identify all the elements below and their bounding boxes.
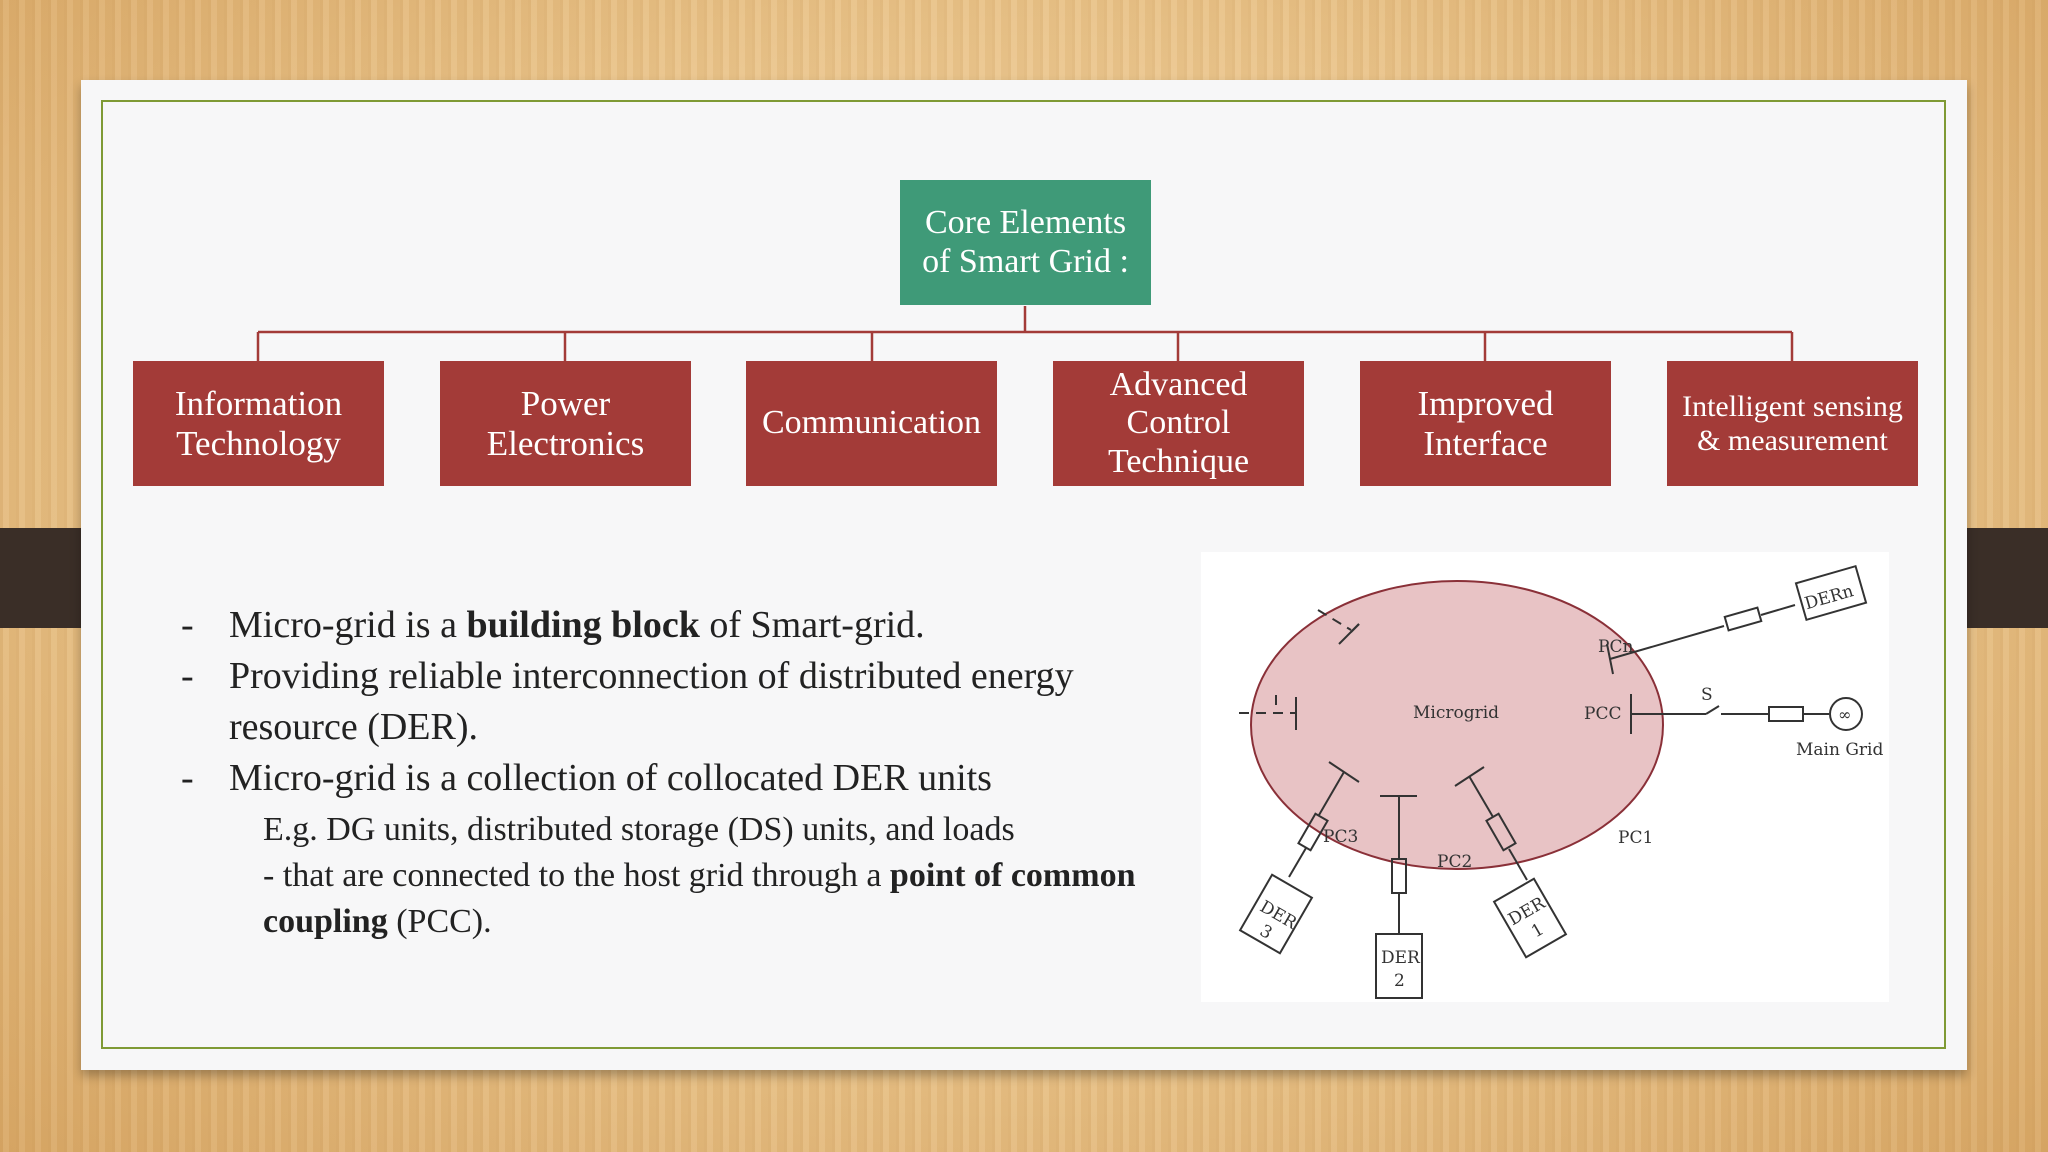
- sub-text: E.g. DG units, distributed storage (DS) …: [263, 807, 1203, 945]
- microgrid-diagram: Microgrid PCn PCC S Main Grid ∞ PC1 PC2 …: [1201, 552, 1889, 1002]
- main-grid-label: Main Grid: [1796, 740, 1883, 760]
- bullet-item: - Providing reliable interconnection of …: [181, 655, 1074, 748]
- sub-line: E.g. DG units, distributed storage (DS) …: [263, 811, 1015, 848]
- pc1-label: PC1: [1618, 828, 1653, 848]
- pcc-label: PCC: [1584, 704, 1621, 724]
- microgrid-ellipse: [1250, 580, 1664, 870]
- core-elements-label: Core Elements of Smart Grid :: [922, 204, 1129, 280]
- element-intelligent-sensing: Intelligent sensing & measurement: [1667, 361, 1918, 486]
- switch-label: S: [1701, 685, 1713, 705]
- pc3-label: PC3: [1323, 827, 1358, 847]
- der1-number: 1: [1528, 919, 1547, 942]
- microgrid-label: Microgrid: [1413, 703, 1499, 723]
- org-chart-connectors: [256, 306, 1794, 361]
- element-information-technology: Information Technology: [133, 361, 384, 486]
- core-elements-box: Core Elements of Smart Grid :: [900, 180, 1151, 305]
- pc2-label: PC2: [1437, 852, 1472, 872]
- bullet-item: - Micro-grid is a building block of Smar…: [181, 604, 925, 646]
- infinity-symbol: ∞: [1838, 705, 1851, 724]
- slide-frame: [101, 100, 1946, 1049]
- bullet-list: - Micro-grid is a building block of Smar…: [181, 600, 1121, 804]
- element-communication: Communication: [746, 361, 997, 486]
- bullet-item: - Micro-grid is a collection of collocat…: [181, 757, 992, 799]
- element-improved-interface: Improved Interface: [1360, 361, 1611, 486]
- slide: Core Elements of Smart Grid : Informatio…: [81, 80, 1967, 1070]
- element-label: Power Electronics: [486, 384, 645, 463]
- pcn-label: PCn: [1598, 637, 1633, 657]
- der2-number: 2: [1394, 971, 1405, 991]
- element-advanced-control-technique: Advanced Control Technique: [1053, 361, 1304, 486]
- element-label: Improved Interface: [1417, 384, 1554, 463]
- element-label: Intelligent sensing & measurement: [1682, 389, 1903, 457]
- element-label: Communication: [761, 404, 982, 442]
- dern-label: DERn: [1802, 581, 1855, 614]
- element-power-electronics: Power Electronics: [440, 361, 691, 486]
- element-label: Advanced Control Technique: [1107, 366, 1250, 480]
- sub-line: - that are connected to the host grid th…: [263, 857, 1136, 940]
- der2-label: DER: [1381, 948, 1421, 968]
- element-label: Information Technology: [174, 384, 343, 463]
